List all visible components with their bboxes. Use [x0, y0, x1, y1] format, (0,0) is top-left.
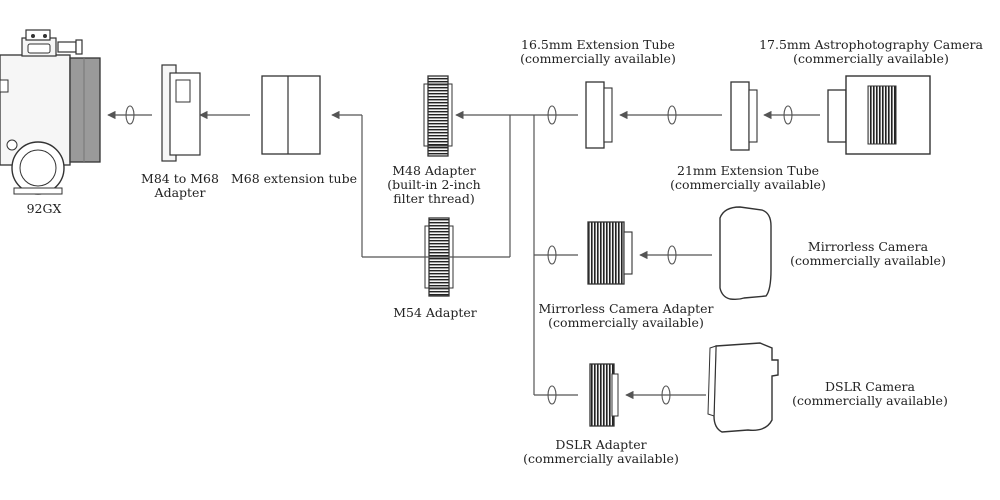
dslr-adapter	[589, 363, 619, 427]
telescope-label: 92GX	[26, 201, 62, 216]
mirrorless-adapter-label-line2: (commercially available)	[548, 315, 704, 330]
ext-tube-16-label: 16.5mm Extension Tube (commercially avai…	[500, 38, 696, 66]
dslr-adapter-label-line2: (commercially available)	[523, 451, 679, 466]
mirrorless-camera-label-line1: Mirrorless Camera	[807, 239, 929, 254]
astro-camera-label: 17.5mm Astrophotography Camera (commerci…	[752, 38, 990, 66]
rotate-icon	[667, 105, 677, 125]
m54-adapter-label: M54 Adapter	[393, 305, 477, 320]
astrophotography-camera	[827, 75, 931, 155]
dslr-camera-label-line1: DSLR Camera	[825, 379, 915, 394]
rotate-icon	[125, 105, 135, 125]
astro-camera-label-line1: 17.5mm Astrophotography Camera	[759, 37, 983, 52]
mirrorless-camera-adapter	[587, 221, 633, 285]
m84-adapter-label-line1: M84 to M68	[141, 171, 219, 186]
rotate-icon	[667, 245, 677, 265]
extension-tube-16-5mm	[585, 81, 613, 149]
rotate-icon	[547, 385, 557, 405]
m48-adapter-label-line2: (built-in 2-inch	[387, 177, 481, 192]
rotate-icon	[783, 105, 793, 125]
m84-adapter-label-line2: Adapter	[154, 185, 206, 200]
rotate-icon	[661, 385, 671, 405]
rotate-icon	[547, 245, 557, 265]
m48-adapter-label-line1: M48 Adapter	[392, 163, 476, 178]
extension-tube-21mm	[730, 81, 758, 151]
dslr-camera-label: DSLR Camera (commercially available)	[776, 380, 964, 408]
astro-camera-label-line2: (commercially available)	[793, 51, 949, 66]
telescope-92gx	[0, 29, 101, 195]
ext-tube-21-label-line2: (commercially available)	[670, 177, 826, 192]
m48-adapter	[423, 75, 453, 157]
ext-tube-21-label-line1: 21mm Extension Tube	[677, 163, 819, 178]
m48-adapter-label: M48 Adapter (built-in 2-inch filter thre…	[374, 164, 494, 206]
m68-tube-label: M68 extension tube	[230, 171, 358, 186]
m48-adapter-label-line3: filter thread)	[393, 191, 475, 206]
mirrorless-camera-label: Mirrorless Camera (commercially availabl…	[774, 240, 962, 268]
mirrorless-camera-label-line2: (commercially available)	[790, 253, 946, 268]
m84-adapter-label: M84 to M68 Adapter	[130, 172, 230, 200]
mirrorless-adapter-label: Mirrorless Camera Adapter (commercially …	[520, 302, 732, 330]
rotation-icons	[125, 105, 793, 405]
ext-tube-16-label-line2: (commercially available)	[520, 51, 676, 66]
ext-tube-16-label-line1: 16.5mm Extension Tube	[521, 37, 675, 52]
mirrorless-adapter-label-line1: Mirrorless Camera Adapter	[538, 301, 714, 316]
mirrorless-camera	[719, 206, 772, 301]
dslr-adapter-label: DSLR Adapter (commercially available)	[506, 438, 696, 466]
dslr-camera-label-line2: (commercially available)	[792, 393, 948, 408]
rotate-icon	[547, 105, 557, 125]
m68-extension-tube	[261, 75, 321, 155]
dslr-adapter-label-line1: DSLR Adapter	[555, 437, 647, 452]
m84-to-m68-adapter	[161, 64, 201, 162]
ext-tube-21-label: 21mm Extension Tube (commercially availa…	[650, 164, 846, 192]
dslr-camera	[707, 342, 779, 433]
